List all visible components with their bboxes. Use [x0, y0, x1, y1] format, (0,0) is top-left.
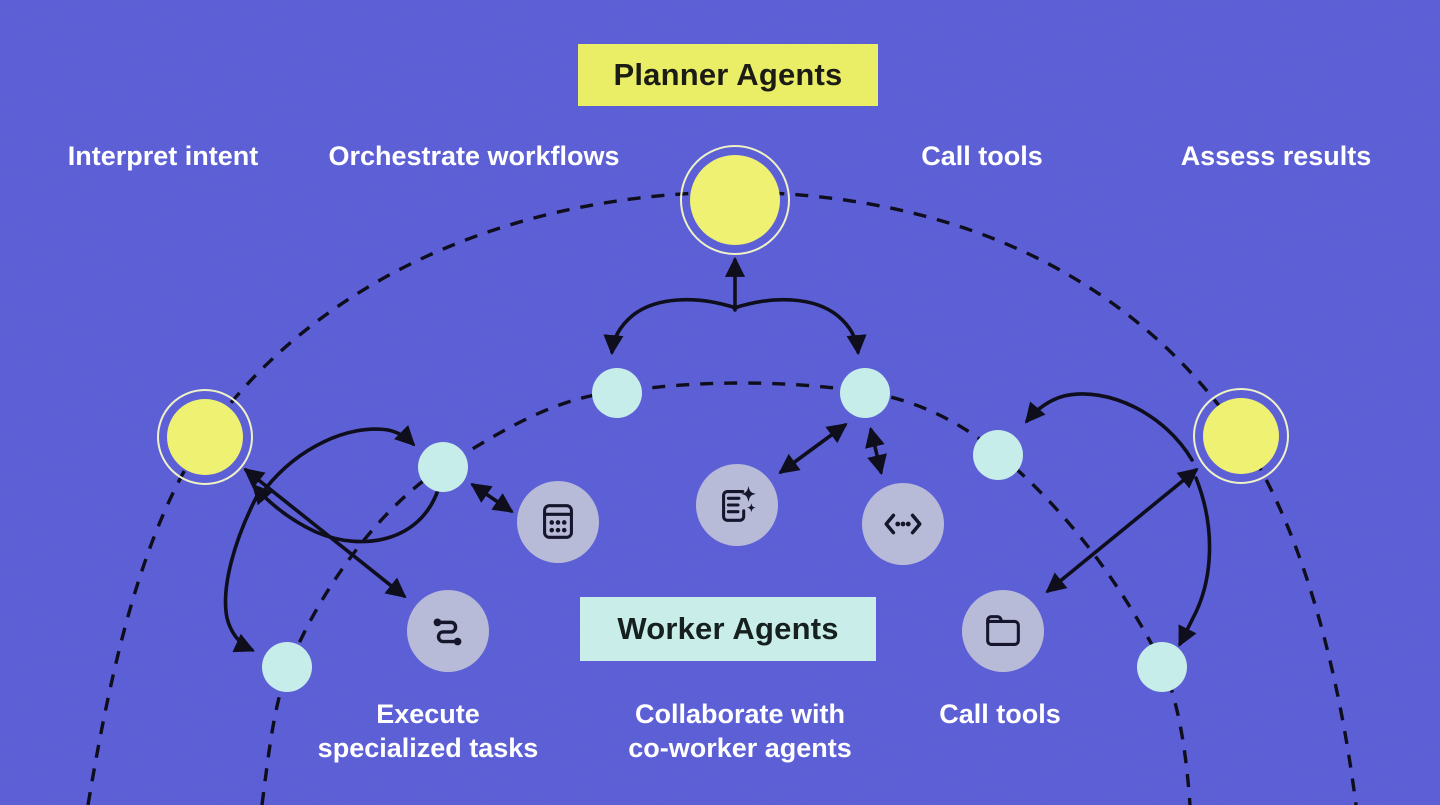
- worker-agents-title-label: Worker Agents: [617, 611, 839, 646]
- arrow-folder-tool-right-planner-double: [1045, 467, 1199, 594]
- calculator-icon: [543, 504, 573, 539]
- route-icon: [433, 618, 462, 646]
- worker-agent-node-bottom-left: [262, 642, 312, 692]
- code-brackets-icon: [884, 513, 922, 535]
- planner-agent-node-right: [1193, 388, 1289, 484]
- label-orchestrate-workflows: Orchestrate workflows: [328, 141, 620, 171]
- planner-agents-title-label: Planner Agents: [613, 57, 843, 92]
- arrow-left-planner-route-tool-double: [243, 467, 407, 599]
- arrow-right-planner-to-right-worker: [1024, 392, 1194, 462]
- worker-agent-node-bottom-right: [1137, 642, 1187, 692]
- arrow-right-planner-to-bottom-right-worker: [1178, 476, 1212, 647]
- worker-agent-node-inner-left: [592, 368, 642, 418]
- document-sparkle-icon: [722, 485, 757, 522]
- worker-agent-node-mid-left: [418, 442, 468, 492]
- arrow-document-center-worker-double: [778, 423, 848, 474]
- tool-node-document: [696, 464, 778, 546]
- arrow-top-planner-branch-right: [732, 297, 867, 356]
- label-assess-results: Assess results: [1180, 141, 1372, 171]
- folder-icon: [986, 615, 1020, 646]
- label-execute-line2: specialized tasks: [317, 733, 539, 763]
- label-collaborate-coworker-agents: Collaborate with co-worker agents: [628, 697, 852, 765]
- planner-agent-node-top: [680, 145, 790, 255]
- arrow-top-planner-branch-left: [603, 297, 738, 356]
- tool-node-route: [407, 590, 489, 672]
- label-execute-line1: Execute: [376, 699, 480, 729]
- arrow-code-center-worker-double: [865, 426, 887, 476]
- label-call-tools-worker: Call tools: [939, 699, 1061, 729]
- worker-agent-node-mid-right: [973, 430, 1023, 480]
- worker-agents-title: Worker Agents: [580, 597, 876, 661]
- label-execute-specialized-tasks: Execute specialized tasks: [318, 697, 539, 765]
- tool-node-code: [862, 483, 944, 565]
- planner-agent-node-left: [157, 389, 253, 485]
- label-interpret-intent: Interpret intent: [67, 141, 259, 171]
- arrow-left-planner-to-left-worker: [264, 424, 416, 490]
- label-call-tools-planner: Call tools: [921, 141, 1043, 171]
- tool-node-calculator: [517, 481, 599, 563]
- label-collaborate-line1: Collaborate with: [634, 699, 846, 729]
- tool-node-folder: [962, 590, 1044, 672]
- label-collaborate-line2: co-worker agents: [628, 733, 852, 763]
- arrow-left-worker-calculator-double: [470, 483, 514, 513]
- worker-agent-node-inner-right: [840, 368, 890, 418]
- planner-agents-title: Planner Agents: [578, 44, 878, 106]
- arrow-left-planner-to-bottom-left-worker: [223, 492, 260, 653]
